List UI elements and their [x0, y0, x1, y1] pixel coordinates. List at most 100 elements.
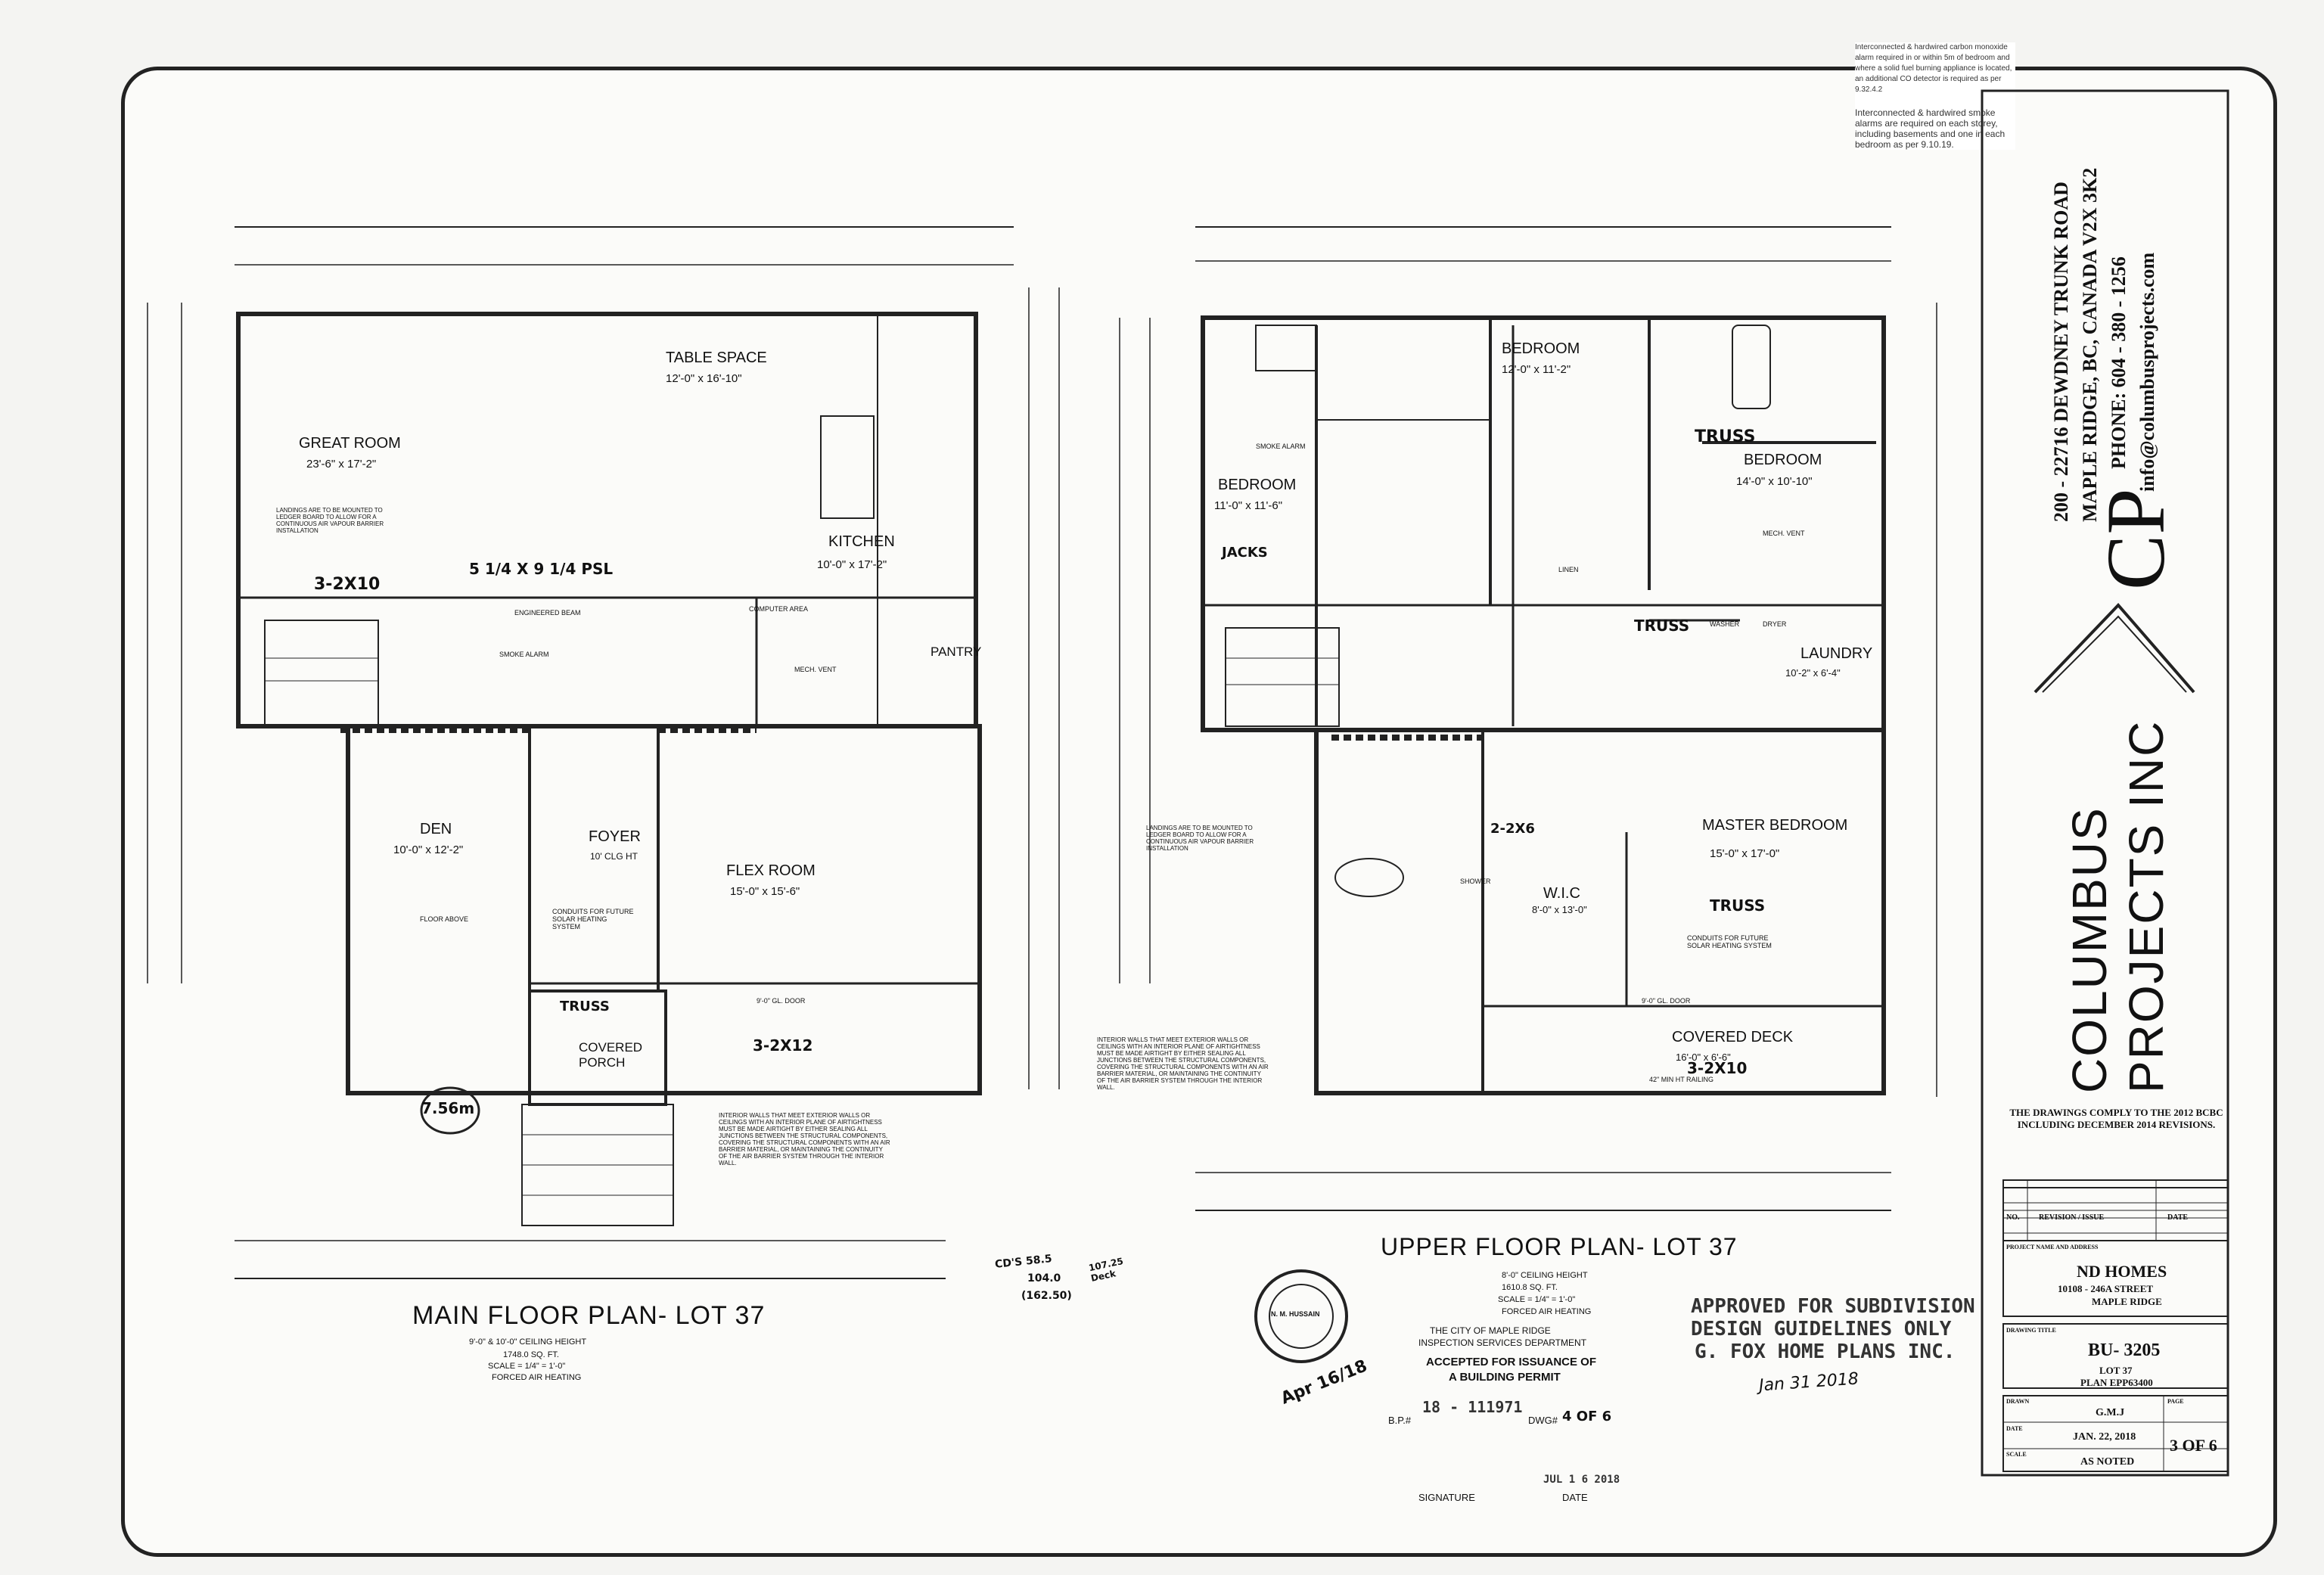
lot-number: LOT 37 — [2099, 1365, 2133, 1376]
dryer-note: DRYER — [1763, 620, 1787, 628]
washer-note: WASHER — [1710, 620, 1740, 628]
smoke-alarm-note-upper: SMOKE ALARM — [1256, 443, 1306, 450]
scale-value: AS NOTED — [2080, 1456, 2135, 1468]
den-dims: 10'-0" x 12'-2" — [393, 843, 464, 856]
compliance-note: THE DRAWINGS COMPLY TO THE 2012 BCBC INC… — [2009, 1107, 2223, 1130]
signature-label: SIGNATURE — [1418, 1492, 1475, 1503]
truss-note-main: TRUSS — [560, 999, 610, 1014]
great-room-dims: 23'-6" x 17'-2" — [306, 458, 377, 471]
laundry-label: LAUNDRY — [1800, 645, 1873, 662]
approved-line-2: DESIGN GUIDELINES ONLY — [1691, 1318, 1952, 1340]
inspection-dept: INSPECTION SERVICES DEPARTMENT — [1418, 1337, 1587, 1348]
page-number: 3 OF 6 — [2170, 1436, 2217, 1455]
truss-note-upper-2: TRUSS — [1634, 617, 1690, 635]
landing-note-main: LANDINGS ARE TO BE MOUNTED TO LEDGER BOA… — [276, 507, 384, 534]
laundry-dims: 10'-2" x 6'-4" — [1785, 667, 1841, 679]
covered-deck-label: COVERED DECK — [1672, 1029, 1794, 1045]
upper-floor-title: UPPER FLOOR PLAN- LOT 37 — [1381, 1233, 1738, 1260]
master-bedroom-label: MASTER BEDROOM — [1702, 817, 1848, 834]
mech-vent-note-upper: MECH. VENT — [1763, 530, 1805, 537]
upper-floor-heating: FORCED AIR HEATING — [1502, 1307, 1592, 1316]
bedroom-4-dims: 14'-0" x 10'-10" — [1736, 475, 1813, 488]
company-address-block: 200 - 22716 DEWDNEY TRUNK ROAD MAPLE RID… — [2035, 113, 2224, 522]
flex-room-dims: 15'-0" x 15'-6" — [730, 885, 800, 898]
wic-label: W.I.C — [1543, 885, 1580, 902]
wic-dims: 8'-0" x 13'-0" — [1532, 904, 1587, 915]
linen-note: LINEN — [1558, 566, 1579, 573]
address-line-2: MAPLE RIDGE, BC, CANADA V2X 3K2 — [2079, 167, 2101, 522]
beam-3-2x10: 3-2X10 — [314, 575, 381, 594]
shower-note: SHOWER — [1460, 878, 1491, 885]
drawing-title-label: DRAWING TITLE — [2006, 1327, 2056, 1334]
covered-deck-dims: 16'-0" x 6'-6" — [1676, 1052, 1731, 1063]
beam-psl: 5 1/4 X 9 1/4 PSL — [469, 560, 614, 578]
covered-porch-label: COVERED PORCH — [579, 1040, 643, 1070]
great-room-label: GREAT ROOM — [299, 435, 401, 452]
interior-wall-note-main: INTERIOR WALLS THAT MEET EXTERIOR WALLS … — [719, 1112, 890, 1166]
table-space-dims: 12'-0" x 16'-10" — [666, 372, 742, 385]
foyer-label: FOYER — [589, 828, 641, 845]
dwg-label: DWG# — [1528, 1415, 1558, 1426]
dwg-number: 4 OF 6 — [1562, 1409, 1612, 1424]
accepted-text: ACCEPTED FOR ISSUANCE OF — [1426, 1356, 1597, 1368]
beam-3-2x12: 3-2X12 — [753, 1036, 813, 1055]
permit-text: A BUILDING PERMIT — [1449, 1371, 1561, 1384]
truss-note-upper-3: TRUSS — [1710, 896, 1766, 915]
main-floor-heating: FORCED AIR HEATING — [492, 1373, 582, 1382]
company-email: info@columbusprojects.com — [2136, 252, 2158, 492]
landing-note-upper: LANDINGS ARE TO BE MOUNTED TO LEDGER BOA… — [1146, 825, 1254, 852]
flex-room-label: FLEX ROOM — [726, 862, 816, 879]
date-label-stamp: DATE — [1562, 1492, 1588, 1503]
page-label: PAGE — [2167, 1398, 2184, 1405]
pantry-label: PANTRY — [931, 645, 982, 659]
glass-door-note-upper: 9'-0" GL. DOOR — [1642, 997, 1691, 1005]
glass-door-note-main: 9'-0" GL. DOOR — [757, 997, 806, 1005]
main-floor-ceiling: 9'-0" & 10'-0" CEILING HEIGHT — [469, 1337, 587, 1347]
code-notes: Interconnected & hardwired carbon monoxi… — [1855, 42, 2015, 150]
jacks-note-upper: JACKS — [1222, 545, 1268, 561]
smoke-alarm-note: Interconnected & hardwired smoke alarms … — [1855, 107, 2006, 150]
main-floor-scale: SCALE = 1/4" = 1'-0" — [488, 1362, 566, 1371]
handwritten-162: (162.50) — [1021, 1290, 1072, 1302]
project-address-2: MAPLE RIDGE — [2092, 1296, 2162, 1307]
conduits-note-main: CONDUITS FOR FUTURE SOLAR HEATING SYSTEM — [552, 908, 634, 930]
upper-floor-ceiling: 8'-0" CEILING HEIGHT — [1502, 1271, 1588, 1280]
plan-number: PLAN EPP63400 — [2080, 1377, 2153, 1388]
bedroom-4-label: BEDROOM — [1744, 452, 1822, 468]
bedroom-3-label: BEDROOM — [1502, 340, 1580, 357]
approved-line-3: G. FOX HOME PLANS INC. — [1695, 1340, 1956, 1363]
upper-floor-area: 1610.8 SQ. FT. — [1502, 1283, 1558, 1292]
smoke-alarm-note-main: SMOKE ALARM — [499, 651, 549, 658]
drawn-label: DRAWN — [2006, 1398, 2030, 1405]
engineer-seal-name: N. M. HUSSAIN — [1271, 1310, 1320, 1318]
floor-above-note: FLOOR ABOVE — [420, 915, 469, 923]
truss-note-upper-1: TRUSS — [1695, 427, 1756, 446]
stamp-date: JUL 1 6 2018 — [1543, 1474, 1620, 1486]
company-name-1: COLUMBUS — [2062, 806, 2117, 1093]
foyer-dims: 10' CLG HT — [590, 851, 638, 862]
mech-vent-note-main: MECH. VENT — [794, 666, 837, 673]
bedroom-2-dims: 11'-0" x 11'-6" — [1214, 499, 1283, 512]
master-bedroom-dims: 15'-0" x 17'-0" — [1710, 847, 1780, 860]
rev-date-header: DATE — [2167, 1213, 2189, 1222]
project-name: ND HOMES — [2077, 1262, 2167, 1281]
railing-note: 42" MIN HT RAILING — [1649, 1076, 1714, 1083]
scale-label: SCALE — [2006, 1451, 2027, 1458]
handwritten-104: 104.0 — [1027, 1272, 1061, 1285]
main-floor-area: 1748.0 SQ. FT. — [503, 1350, 559, 1359]
date-value: JAN. 22, 2018 — [2073, 1431, 2136, 1443]
den-label: DEN — [420, 821, 452, 837]
bedroom-3-dims: 12'-0" x 11'-2" — [1502, 363, 1571, 376]
address-line-1: 200 - 22716 DEWDNEY TRUNK ROAD — [2050, 182, 2072, 522]
company-phone: PHONE: 604 - 380 - 1256 — [2108, 256, 2130, 469]
co-alarm-note: Interconnected & hardwired carbon monoxi… — [1855, 43, 2012, 94]
project-label: PROJECT NAME AND ADDRESS — [2006, 1244, 2099, 1250]
bedroom-2-label: BEDROOM — [1218, 477, 1297, 493]
kitchen-label: KITCHEN — [828, 533, 895, 550]
rev-no-header: NO. — [2006, 1213, 2020, 1222]
bp-label: B.P.# — [1388, 1415, 1412, 1426]
beam-upper-3-2x10: 3-2X10 — [1687, 1059, 1748, 1077]
bp-number: 18 - 111971 — [1422, 1398, 1523, 1416]
company-name-2: PROJECTS INC — [2119, 719, 2173, 1093]
